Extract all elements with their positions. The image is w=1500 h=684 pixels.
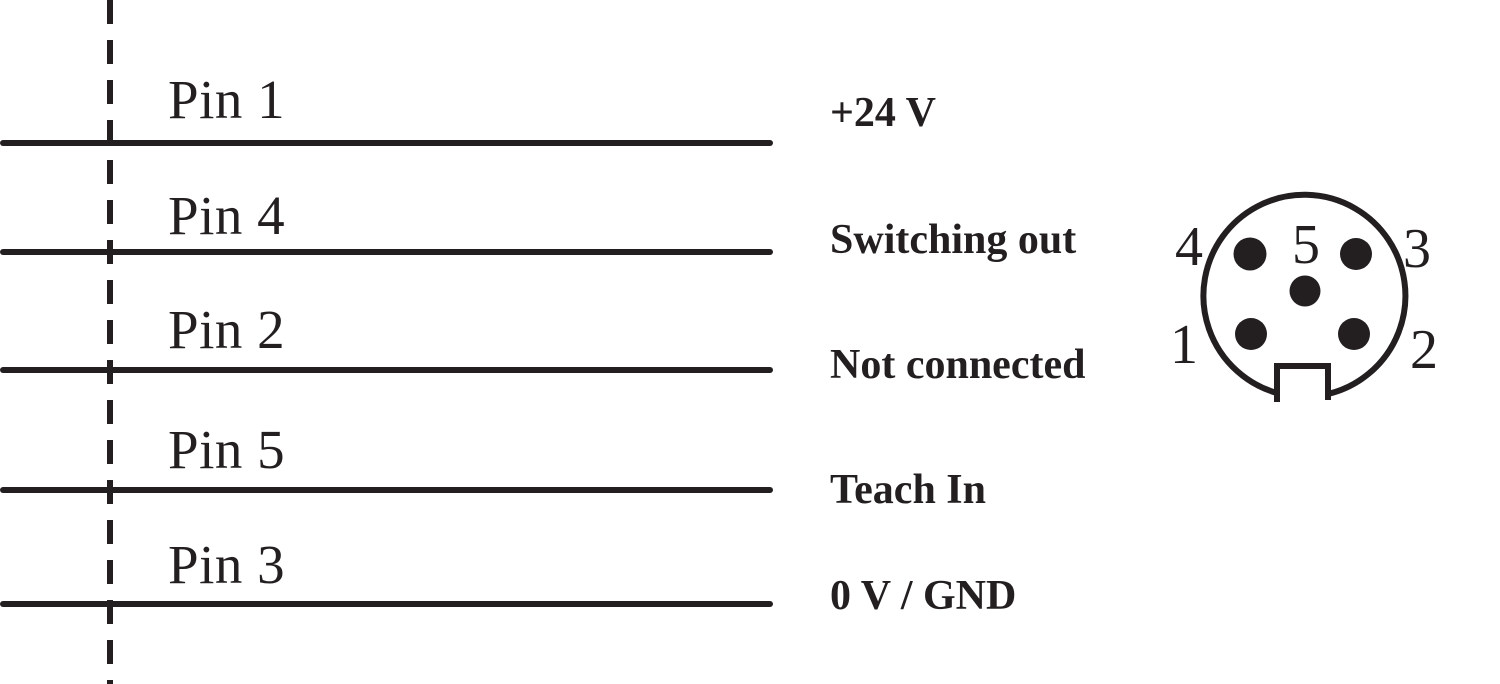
wire-line [0,140,773,146]
signal-label: Switching out [830,217,1077,263]
cable-boundary-dashed-line [107,0,113,684]
connector-pin-number: 4 [1175,216,1203,278]
signal-label: Not connected [830,342,1086,388]
signal-label: 0 V / GND [830,573,1017,619]
contact-dot-top-right [1340,238,1372,270]
signal-label: Teach In [830,467,987,513]
wire-line [0,601,773,607]
connector-pin-number: 2 [1410,319,1438,381]
connector-pin-number: 5 [1292,214,1320,276]
wire-line [0,367,773,373]
contact-dot-bottom-right [1338,318,1370,350]
contact-dot-bottom-left [1235,318,1267,350]
signal-label: +24 V [830,90,937,136]
contact-dot-top-left [1233,237,1267,271]
pin-label: Pin 5 [168,419,286,480]
pin-label: Pin 3 [168,534,286,595]
connector-pin-number: 3 [1403,218,1431,280]
pin-label: Pin 2 [168,299,286,360]
wire-line [0,249,773,255]
wire-line [0,487,773,493]
connector-outline-with-keyway-notch [1200,191,1409,402]
connector-pin-number: 1 [1170,314,1198,376]
pin-label: Pin 1 [168,69,286,130]
connector-face-diagram: 4 5 3 1 2 [1170,191,1438,402]
pin-label: Pin 4 [168,185,286,246]
contact-dot-center [1289,275,1321,307]
